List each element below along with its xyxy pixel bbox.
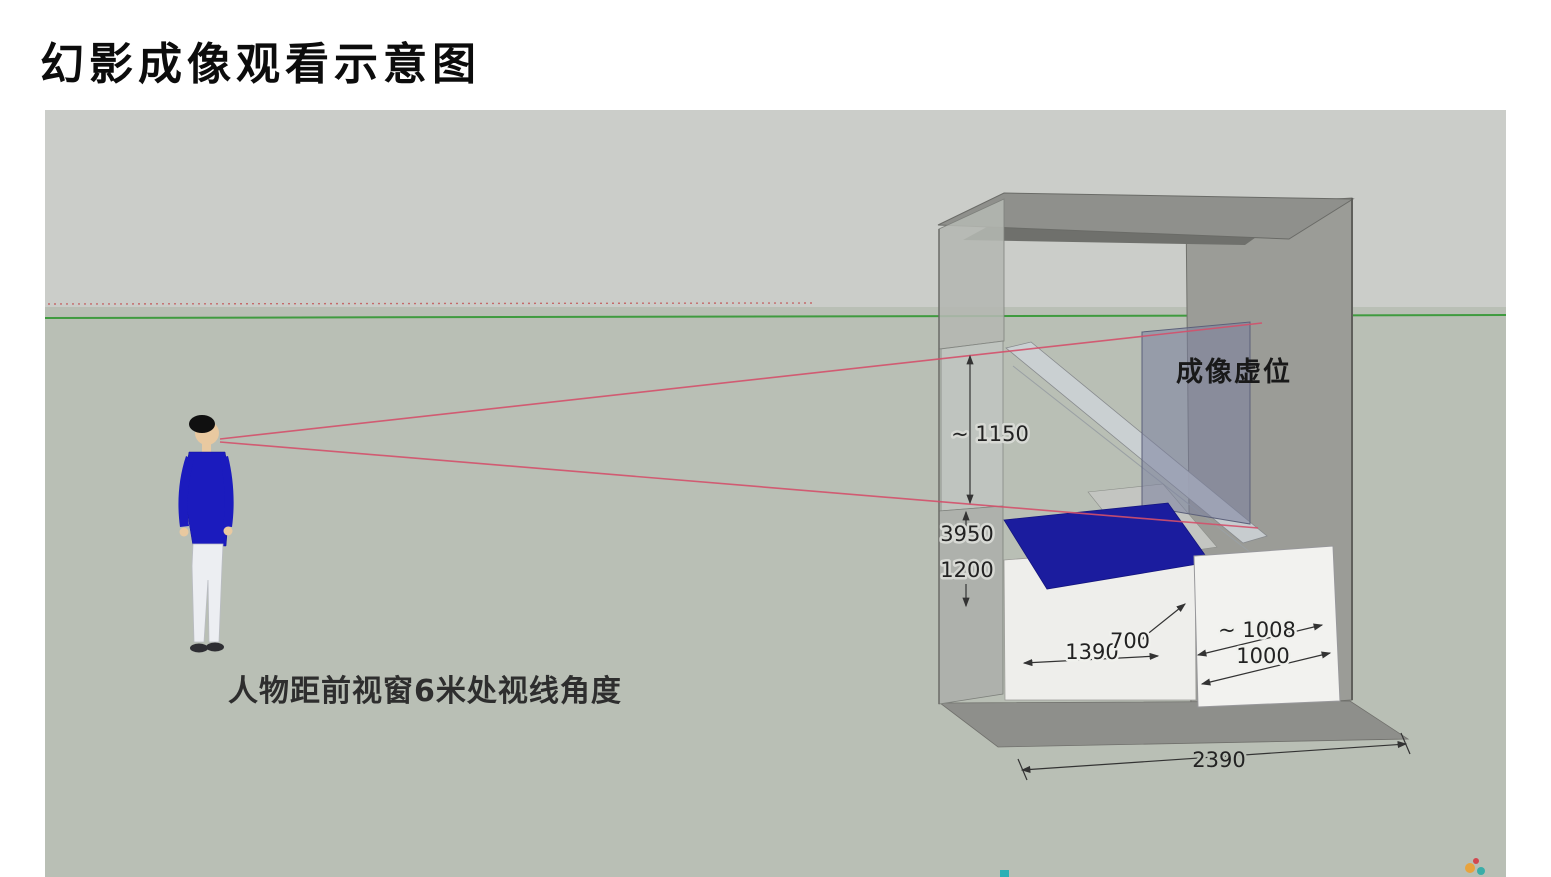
sight-lines	[219, 322, 1263, 529]
sight-line-upper	[219, 322, 1263, 440]
label-base-height: 1200	[940, 558, 993, 582]
sight-line-lower	[219, 441, 1259, 529]
diagram-labels: ~ 1150 3950 1200 1390 700 ~ 1008 1000 23…	[228, 356, 1298, 775]
person-hand-right	[223, 526, 233, 536]
person-shoe-right	[206, 642, 224, 652]
viewer-distance-caption: 人物距前视窗6米处视线角度	[228, 674, 622, 709]
watermark-dot-orange	[1465, 863, 1475, 873]
horizon-dotted-axis	[47, 302, 813, 305]
dim-line-box-depth	[1200, 651, 1332, 686]
label-overall-width: 2390	[1192, 748, 1245, 772]
dim-line-stage-width	[1022, 652, 1160, 667]
watermark-dot-red	[1473, 858, 1479, 864]
person-arm-right	[220, 456, 234, 527]
label-box-depth: 1000	[1236, 644, 1289, 668]
watermark-dot-teal	[1477, 867, 1485, 875]
dim-line-box-width	[1196, 623, 1324, 657]
dim-line-stage-depth	[1139, 603, 1186, 641]
person-hand-left	[179, 527, 189, 537]
label-overall-height: 3950	[940, 522, 993, 546]
person-shoe-left	[190, 643, 208, 653]
person-neck	[202, 442, 211, 452]
label-box-width: ~ 1008	[1218, 618, 1296, 642]
watermark-square-teal	[1000, 870, 1009, 877]
label-stage-depth: 700	[1110, 629, 1150, 653]
virtual-image-panel	[1141, 321, 1251, 525]
person-arm-left	[178, 456, 194, 527]
dimension-lines	[962, 354, 1411, 781]
watermark-logo	[1000, 858, 1485, 877]
dim-tick-right	[1400, 732, 1411, 755]
beamsplitter-edge	[1012, 365, 1252, 554]
label-stage-width: 1390	[1065, 640, 1118, 664]
label-virtual-image: 成像虚位	[1176, 356, 1292, 388]
person-pants	[191, 543, 224, 643]
base-plinth	[938, 700, 1410, 748]
label-window-height: ~ 1150	[951, 422, 1029, 446]
dim-line-overall-width	[1020, 740, 1408, 774]
dim-tick-left	[1017, 758, 1028, 781]
page-title: 幻影成像观看示意图	[40, 39, 481, 90]
person-hair	[189, 415, 215, 433]
viewer-person	[178, 415, 234, 653]
